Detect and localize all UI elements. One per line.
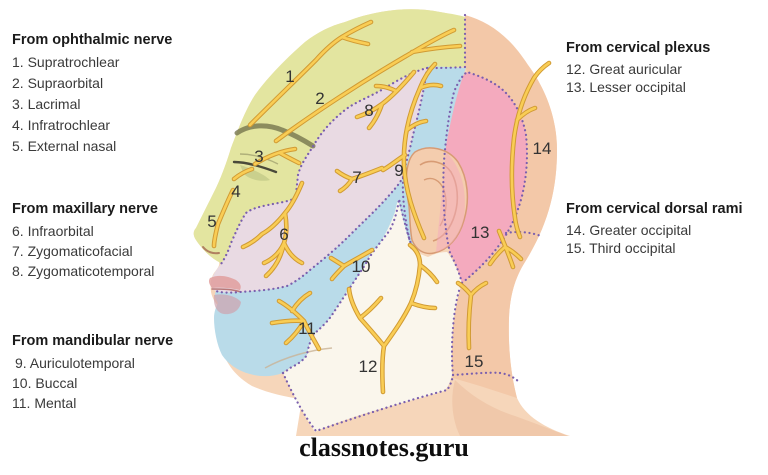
legend-group-ophthalmic: From ophthalmic nerve 1. Supratrochlear … [12,31,227,157]
figure-label-3: 3 [254,147,263,166]
eyelid-crease [239,153,279,165]
figure-label-15: 15 [465,352,484,371]
eyebrow [234,123,316,149]
legend-item: 4. Infratrochlear [12,117,111,133]
legend-item: 15. Third occipital [566,240,676,256]
jaw-crease [264,347,333,369]
legend-item: 9. Auriculotemporal [15,355,135,371]
figure-label-8: 8 [364,101,373,120]
figure-label-14: 14 [533,139,552,158]
ear-pink-wash [436,152,465,252]
lip-line [211,288,242,293]
legend-item: 5. External nasal [12,138,117,154]
figure-label-1: 1 [285,67,294,86]
legend-item: 11. Mental [12,395,77,411]
figure-label-5: 5 [207,212,216,231]
legend-group-mandibular: From mandibular nerve 9. Auriculotempora… [12,332,227,413]
region-ophthalmic [193,9,465,265]
upper-lip [208,275,241,290]
figure-label-11: 11 [298,319,316,338]
legend-item: 3. Lacrimal [12,96,81,112]
lower-lip [213,294,241,315]
figure-label-4: 4 [231,182,240,201]
figure-label-12: 12 [359,357,378,376]
figure-label-7: 7 [352,168,361,187]
legend-item: 6. Infraorbital [12,223,94,239]
region-lesser-occipital [443,72,527,283]
region-mandibular-jaw [214,177,411,377]
legend-item: 2. Supraorbital [12,75,104,91]
figure-label-10: 10 [352,257,371,276]
nostril [202,246,220,255]
legend-group-cervical-plexus: From cervical plexus 12. Great auricular… [566,39,768,96]
legend-title: From cervical plexus [566,40,711,56]
legend-item: 7. Zygomaticofacial [12,243,133,259]
legend-title: From mandibular nerve [12,333,174,349]
territory-borders [214,13,543,433]
facial-features [202,123,333,369]
legend-group-cervical-dorsal-rami: From cervical dorsal rami 14. Greater oc… [566,200,768,257]
legend-title: From ophthalmic nerve [12,32,173,48]
legend-item: 14. Greater occipital [566,222,692,238]
figure-label-13: 13 [471,223,490,242]
legend-item: 8. Zygomaticotemporal [12,263,155,279]
figure-labels: 1 2 3 4 5 6 7 8 9 10 11 12 13 14 15 [207,67,551,376]
figure-label-6: 6 [279,225,288,244]
legend-title: From cervical dorsal rami [566,201,743,217]
legend-item: 10. Buccal [12,375,78,391]
legend-item: 12. Great auricular [566,61,682,77]
legend-title: From maxillary nerve [12,201,158,217]
legend-group-maxillary: From maxillary nerve 6. Infraorbital 7. … [12,200,227,281]
watermark-text: classnotes.guru [299,433,469,462]
figure-label-2: 2 [315,89,324,108]
legend-item: 13. Lesser occipital [566,79,686,95]
legend-item: 1. Supratrochlear [12,54,120,70]
neck-shade [452,380,568,436]
figure-label-9: 9 [394,161,403,180]
